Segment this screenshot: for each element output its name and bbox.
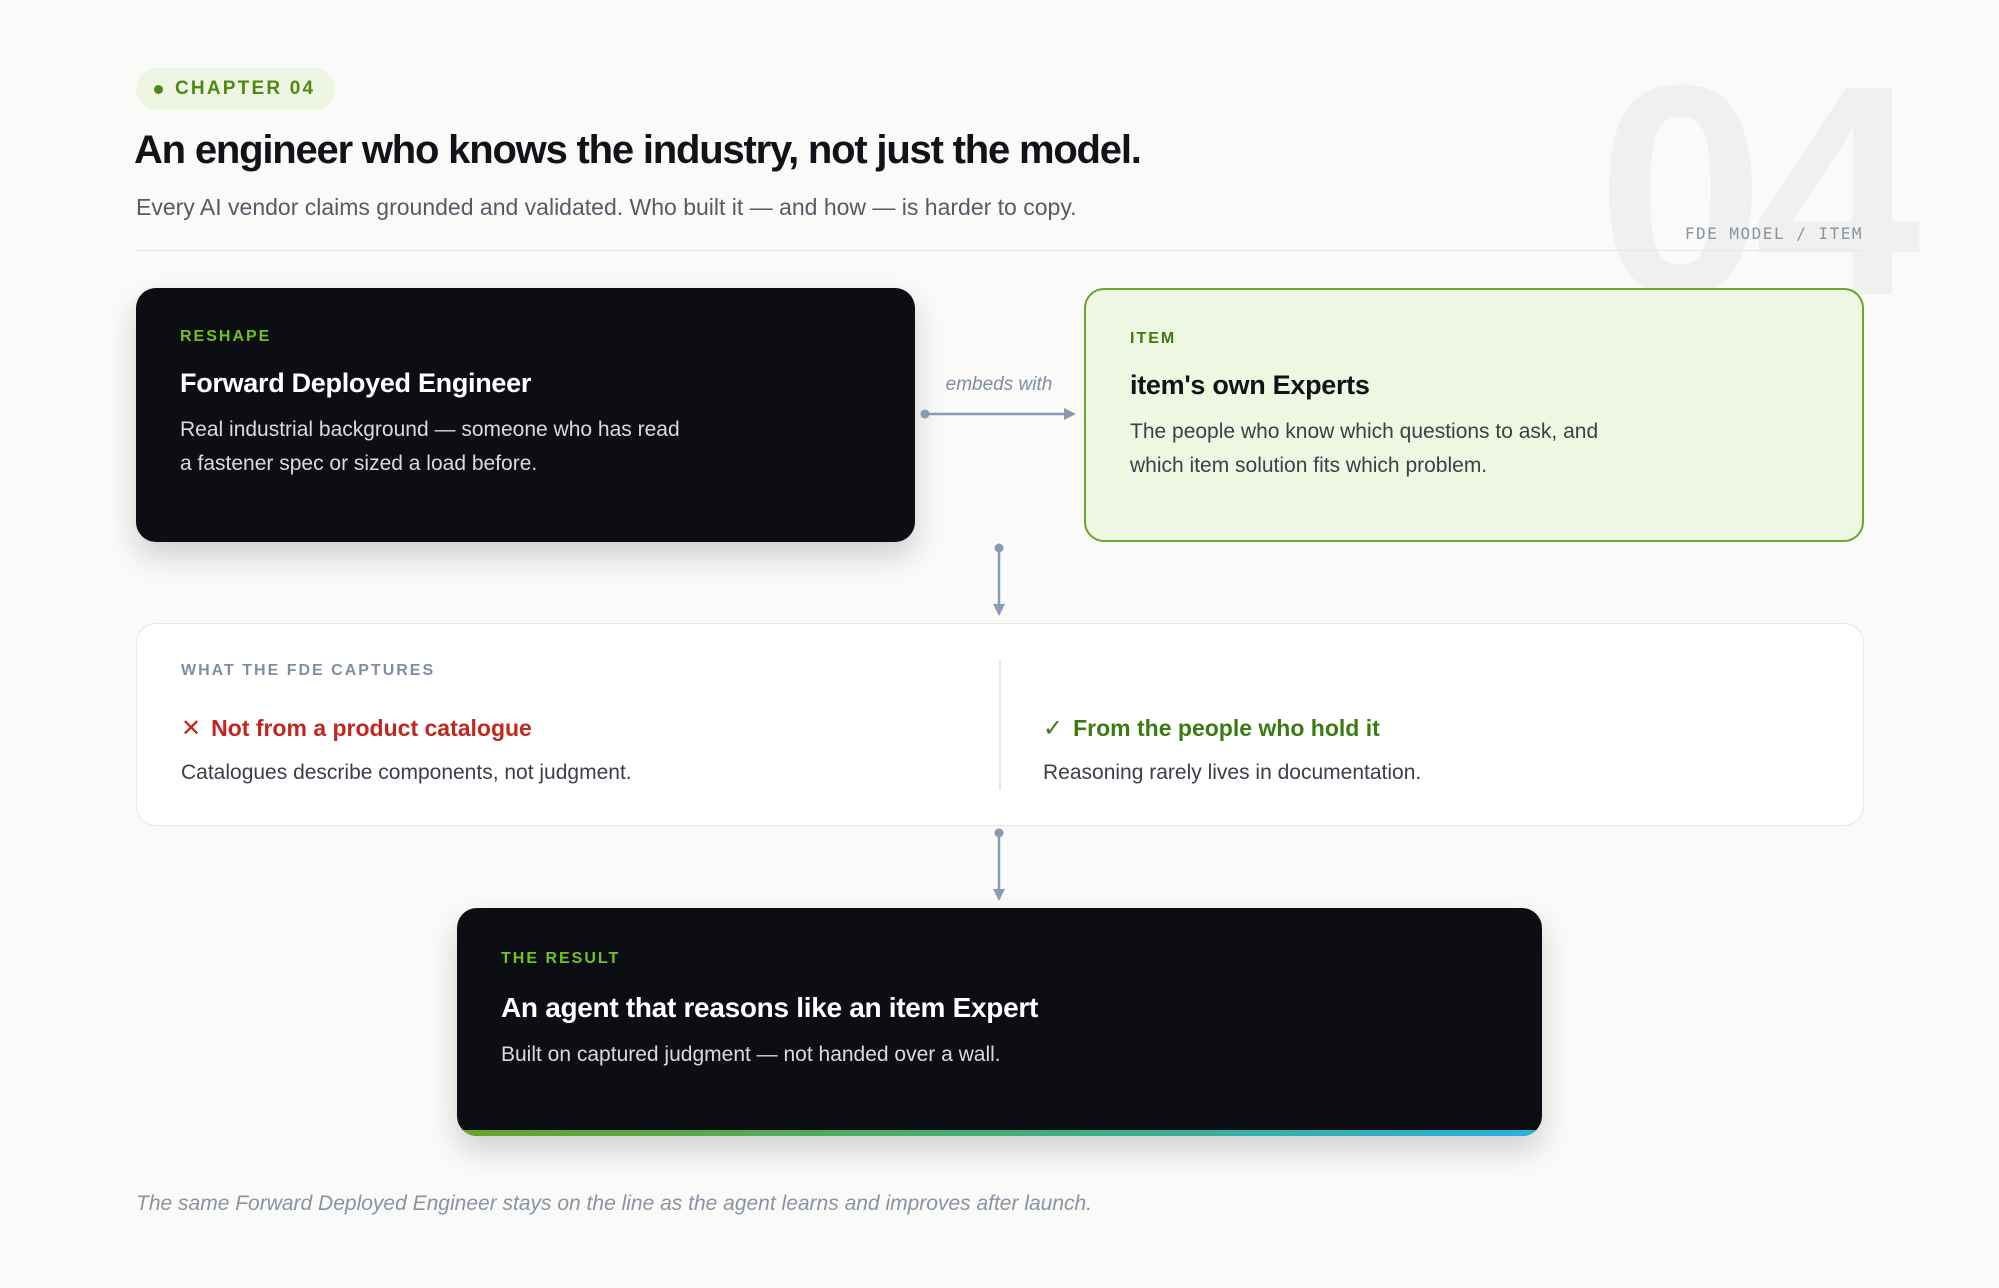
check-icon: ✓: [1043, 715, 1064, 742]
negative-heading: Not from a product catalogue: [211, 715, 532, 741]
positive-column: ✓ From the people who hold it Reasoning …: [1043, 714, 1421, 785]
positive-heading-row: ✓ From the people who hold it: [1043, 714, 1421, 743]
negative-column: ✕ Not from a product catalogue Catalogue…: [181, 714, 632, 785]
section-meta-label: FDE MODEL / ITEM: [1684, 224, 1863, 243]
down-arrow-icon: [993, 828, 1005, 901]
item-card-eyebrow: ITEM: [1130, 330, 1177, 347]
cross-icon: ✕: [181, 715, 202, 742]
header-divider: [136, 250, 1863, 251]
result-card: THE RESULT An agent that reasons like an…: [457, 908, 1542, 1136]
negative-body: Catalogues describe components, not judg…: [181, 761, 632, 784]
item-card-heading: item's own Experts: [1130, 370, 1370, 400]
chapter-label: CHAPTER 04: [175, 78, 316, 99]
fde-card-eyebrow: RESHAPE: [180, 328, 272, 345]
bullet-dot-icon: [154, 84, 163, 94]
fde-card-body: Real industrial background — someone who…: [180, 418, 680, 475]
down-arrow-icon: [993, 543, 1005, 616]
fde-card-heading: Forward Deployed Engineer: [180, 368, 532, 398]
result-card-heading: An agent that reasons like an item Exper…: [501, 992, 1038, 1023]
fde-card: RESHAPE Forward Deployed Engineer Real i…: [136, 288, 915, 542]
item-card-body: The people who know which questions to a…: [1130, 420, 1599, 477]
result-accent-bar: [457, 1130, 1542, 1136]
footnote: The same Forward Deployed Engineer stays…: [136, 1192, 1093, 1215]
embeds-with-label: embeds with: [945, 374, 1053, 395]
embeds-arrow-icon: [920, 408, 1076, 420]
captures-eyebrow: WHAT THE FDE CAPTURES: [181, 662, 436, 679]
positive-body: Reasoning rarely lives in documentation.: [1043, 761, 1422, 784]
result-card-body: Built on captured judgment — not handed …: [501, 1043, 1001, 1066]
fde-captures-panel: WHAT THE FDE CAPTURES ✕ Not from a produ…: [136, 623, 1864, 826]
chapter-badge: CHAPTER 04: [136, 68, 336, 110]
captures-column-divider: [999, 660, 1001, 790]
negative-heading-row: ✕ Not from a product catalogue: [181, 714, 632, 743]
page-subtitle: Every AI vendor claims grounded and vali…: [136, 194, 1077, 220]
page-title: An engineer who knows the industry, not …: [134, 128, 1142, 172]
item-experts-card: ITEM item's own Experts The people who k…: [1084, 288, 1864, 542]
positive-heading: From the people who hold it: [1073, 715, 1380, 741]
result-card-eyebrow: THE RESULT: [501, 950, 621, 967]
